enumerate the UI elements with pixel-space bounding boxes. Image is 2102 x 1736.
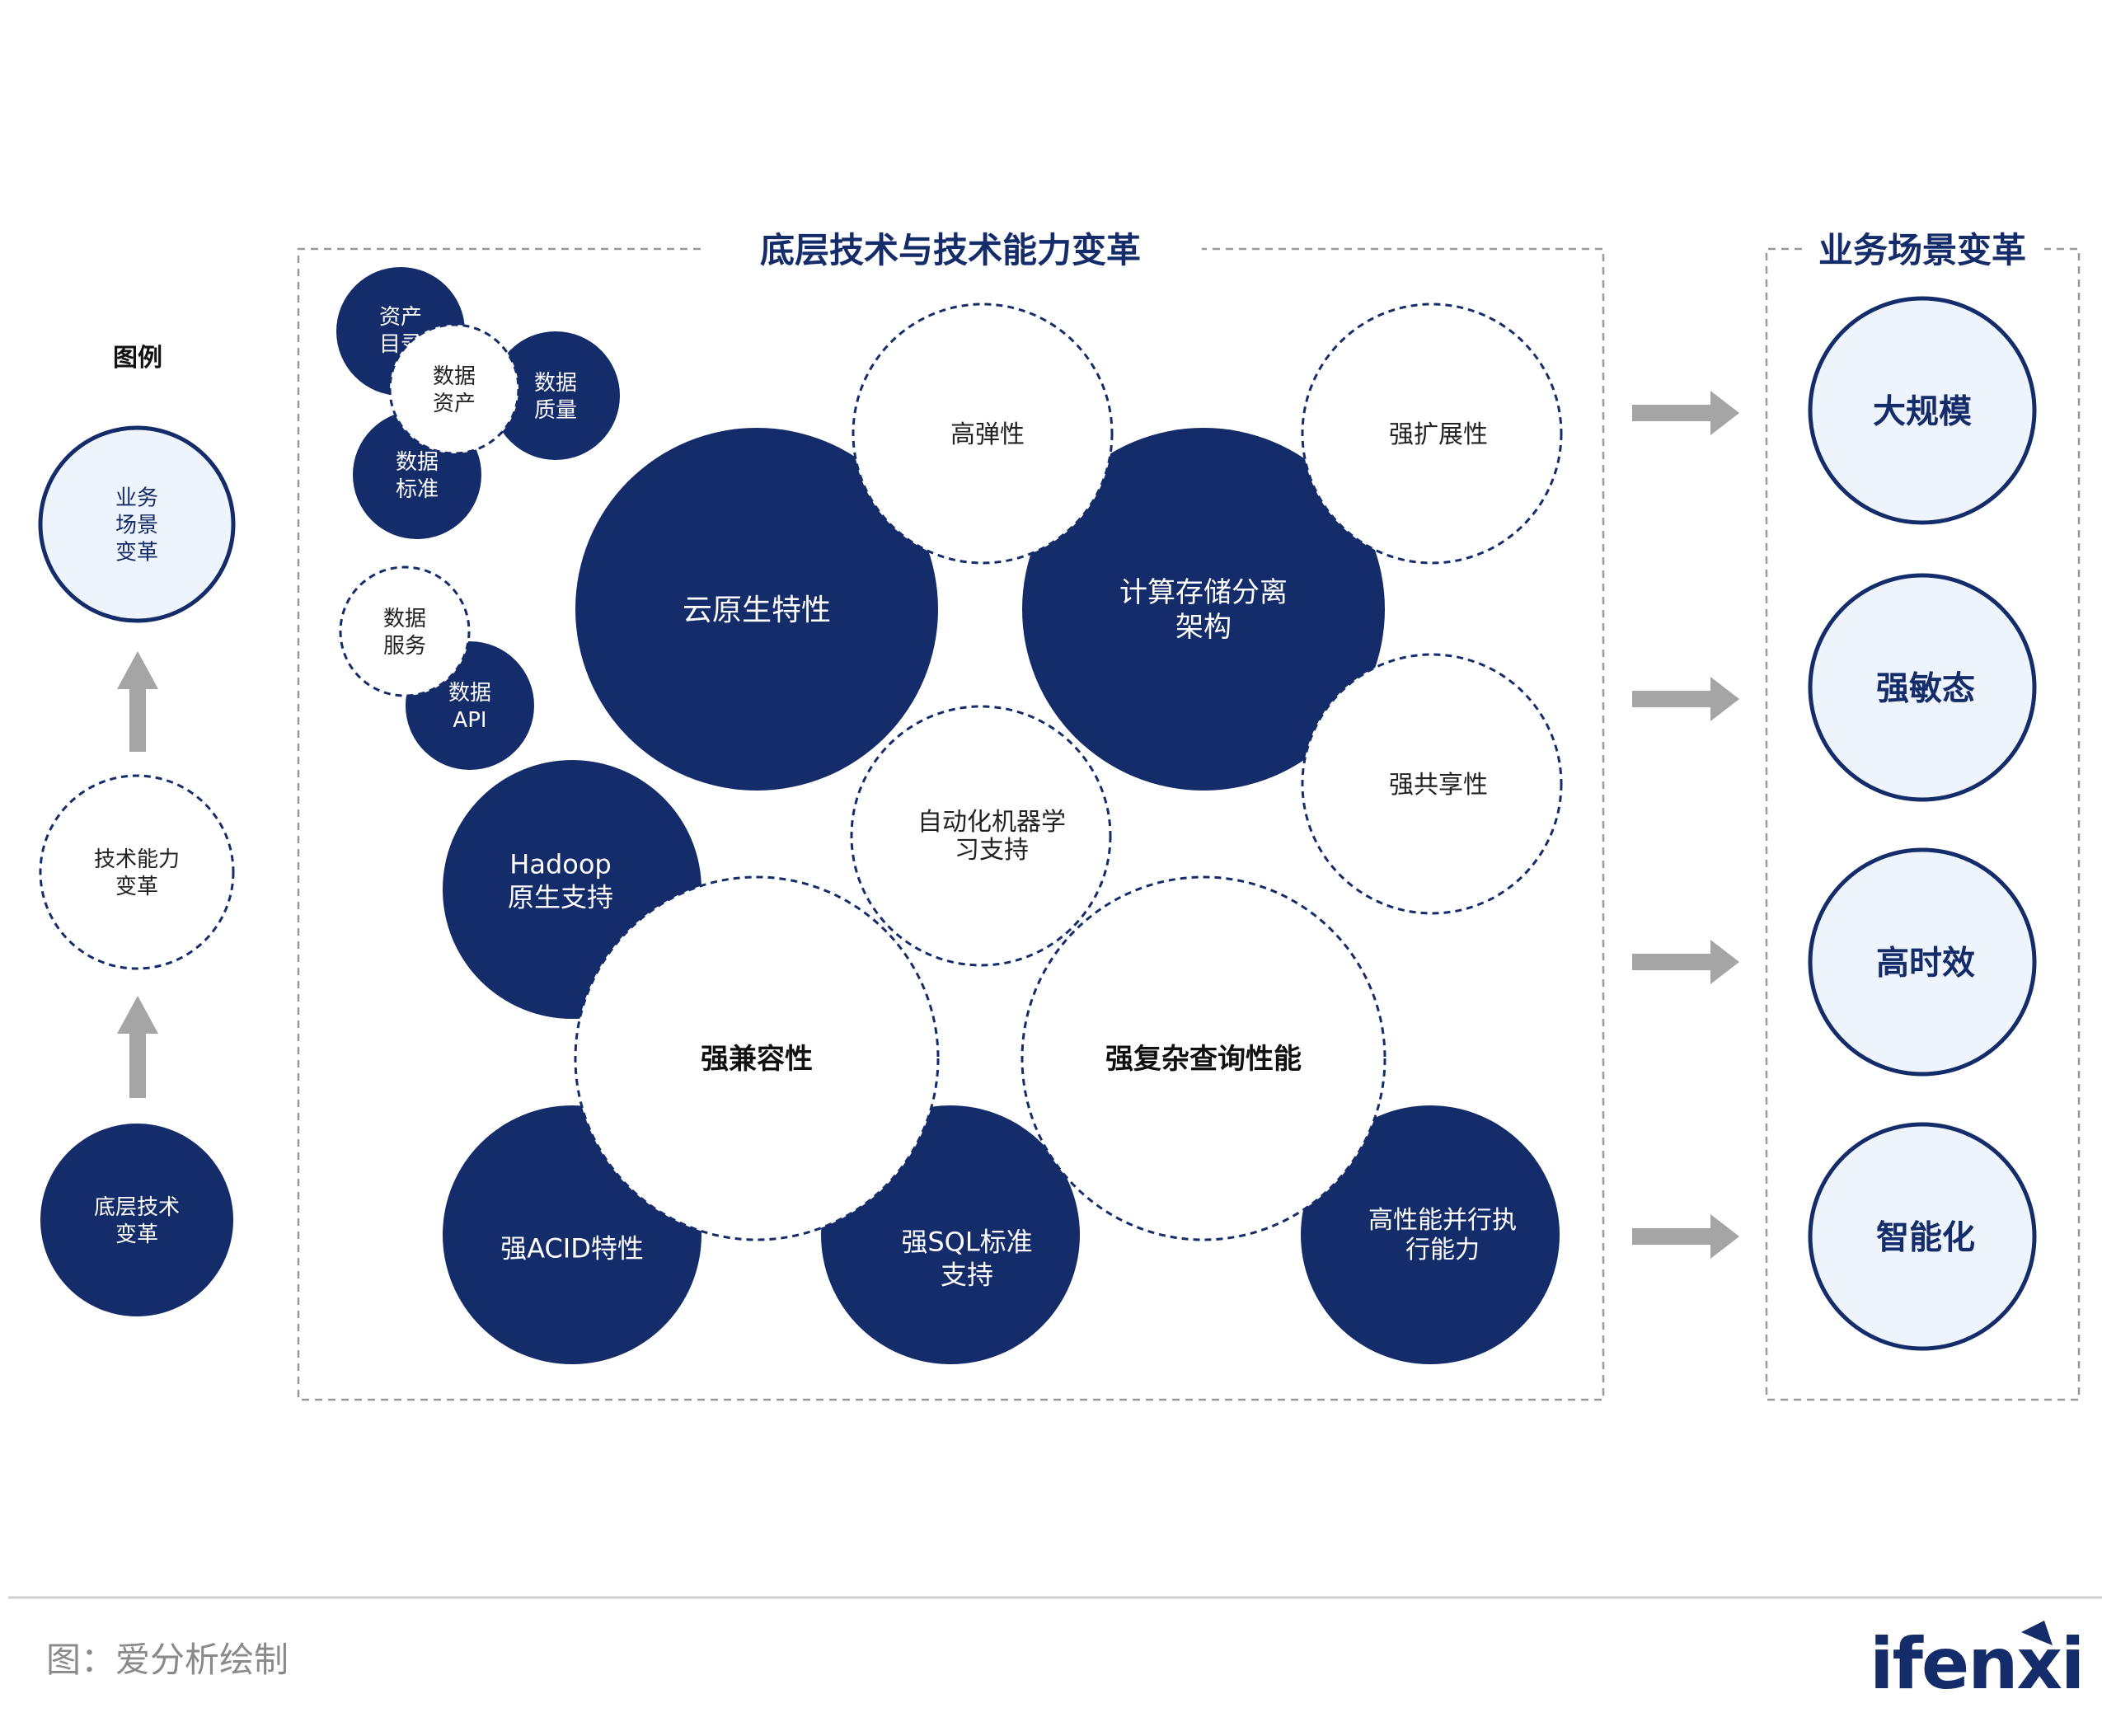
business-panel-title: 业务场景变革	[1818, 230, 2026, 270]
business-scale-circle: 大规模	[1808, 296, 2037, 525]
data-assets-label: 数据资产	[433, 364, 476, 416]
right-arrow-1	[1632, 391, 1739, 435]
ifenxi-logo-text: ifenxi	[1870, 1623, 2083, 1706]
sharing-circle: 强共享性	[1301, 653, 1563, 915]
right-arrow-3	[1632, 940, 1739, 984]
ifenxi-logo: ifenxi	[1870, 1621, 2085, 1706]
data-quality-circle: 数据质量	[491, 331, 620, 460]
compute-storage-label: 计算存储分离架构	[1119, 576, 1288, 644]
main-panel-frame	[297, 247, 1605, 1401]
business-intelligence-circle: 智能化	[1808, 1122, 2037, 1351]
data-services-circle: 数据服务	[339, 565, 471, 697]
legend-capability-label: 技术能力变革	[94, 847, 180, 899]
acid-label: 强ACID特性	[500, 1233, 644, 1264]
compatibility-label: 强兼容性	[701, 1043, 813, 1076]
data-services-label: 数据服务	[383, 607, 426, 659]
legend-foundation-label: 底层技术变革	[94, 1195, 180, 1247]
business-timeliness-label: 高时效	[1876, 944, 1975, 982]
sharing-label: 强共享性	[1389, 771, 1488, 800]
data-quality-label: 数据质量	[534, 371, 577, 423]
logo-swoosh-icon	[2021, 1621, 2053, 1645]
legend-up-arrow-1	[117, 651, 158, 752]
complex-query-circle: 强复杂查询性能	[1021, 875, 1386, 1241]
scalable-label: 强扩展性	[1389, 420, 1488, 449]
main-panel-title: 底层技术与技术能力变革	[760, 230, 1141, 270]
business-intelligence-label: 智能化	[1876, 1218, 1975, 1256]
automl-circle: 自动化机器学习支持	[850, 705, 1112, 967]
scalable-circle: 强扩展性	[1301, 303, 1563, 565]
compatibility-circle: 强兼容性	[574, 875, 940, 1241]
legend-foundation-circle: 底层技术变革	[40, 1124, 233, 1316]
legend-title: 图例	[113, 344, 162, 373]
legend-business-circle: 业务场景变革	[38, 425, 236, 623]
business-agile-label: 强敏态	[1876, 669, 1975, 707]
elastic-circle: 高弹性	[852, 303, 1114, 565]
sql-label: 强SQL标准支持	[901, 1227, 1032, 1291]
parallel-circle: 高性能并行执行能力	[1301, 1105, 1560, 1364]
data-standards-label: 数据标准	[396, 450, 439, 502]
legend-business-label: 业务场景变革	[115, 486, 158, 565]
business-timeliness-circle: 高时效	[1808, 847, 2037, 1077]
right-arrow-4	[1632, 1214, 1739, 1259]
elastic-label: 高弹性	[950, 420, 1025, 449]
legend-up-arrow-2	[117, 996, 158, 1098]
business-agile-circle: 强敏态	[1808, 573, 2037, 802]
cloud-native-circle: 云原生特性	[575, 428, 938, 791]
business-scale-label: 大规模	[1873, 392, 1972, 430]
parallel-label: 高性能并行执行能力	[1368, 1206, 1517, 1264]
right-arrow-2	[1632, 677, 1739, 721]
business-panel-frame	[1765, 247, 2081, 1401]
footer-source: 图：爱分析绘制	[46, 1640, 289, 1680]
compute-storage-circle: 计算存储分离架构	[1022, 428, 1385, 791]
complex-query-label: 强复杂查询性能	[1105, 1043, 1302, 1076]
data-assets-circle: 数据资产	[388, 323, 520, 455]
cloud-native-label: 云原生特性	[683, 594, 831, 627]
automl-label: 自动化机器学习支持	[917, 808, 1066, 865]
legend-capability-circle: 技术能力变革	[39, 774, 235, 970]
